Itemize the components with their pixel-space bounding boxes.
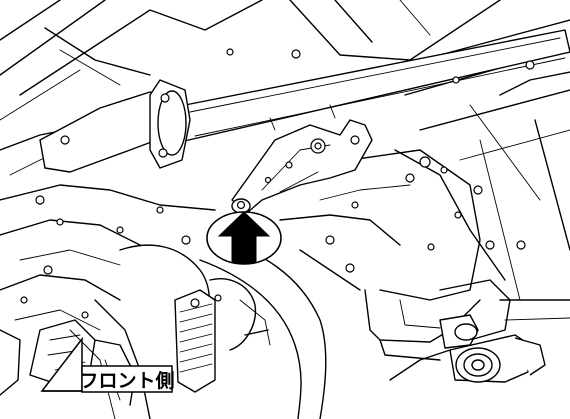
- front-side-label-box: [81, 365, 173, 393]
- suspension-spring: [174, 278, 271, 393]
- front-side-label: フロント側: [79, 370, 174, 392]
- front-side-indicator-triangle: [40, 336, 83, 392]
- mounting-holes: [20, 48, 535, 319]
- target-bolt: [231, 198, 251, 214]
- exhaust-flange: [149, 79, 191, 169]
- upward-pointer-arrow: [206, 211, 282, 265]
- rear-mount-bushing: [439, 314, 546, 383]
- arrow-shape: [217, 211, 271, 264]
- front-side-indicator: フロント側: [40, 336, 175, 393]
- brace-bracket: [231, 119, 373, 213]
